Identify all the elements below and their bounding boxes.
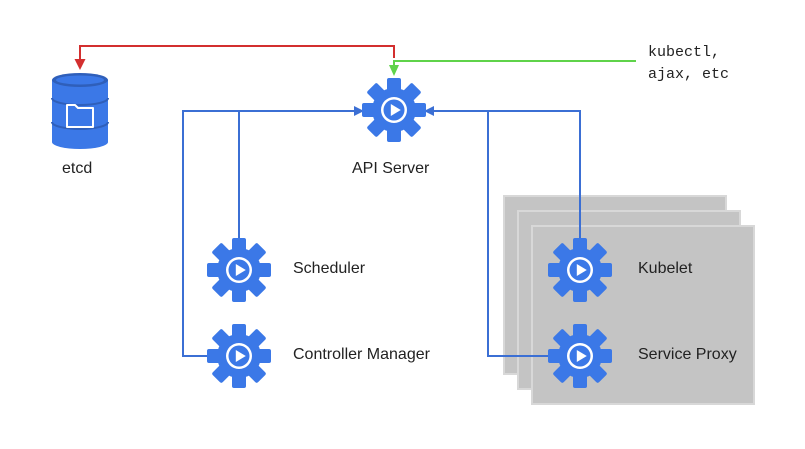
master-connections [182,110,354,357]
node-stack [503,195,755,405]
etcd-label: etcd [62,160,93,177]
controller-manager-label: Controller Manager [293,346,430,363]
kubelet-gear-icon [548,238,612,302]
controller-manager-gear-icon [207,324,271,388]
service-proxy-label: Service Proxy [638,346,737,363]
scheduler-label: Scheduler [293,260,366,277]
node-arrowhead [424,106,434,116]
client-connection [389,60,636,76]
clients-label-line2: ajax, etc [648,66,730,83]
master-arrowhead [354,106,364,116]
service-proxy-gear-icon [548,324,612,388]
etcd-connection [74,45,395,70]
database-folder-icon [51,73,109,149]
kubelet-label: Kubelet [638,260,693,277]
scheduler-gear-icon [207,238,271,302]
api-server-label: API Server [352,160,430,177]
clients-label-line1: kubectl, [648,44,721,61]
api-server-gear-icon [362,78,426,142]
node-connections [434,110,581,357]
